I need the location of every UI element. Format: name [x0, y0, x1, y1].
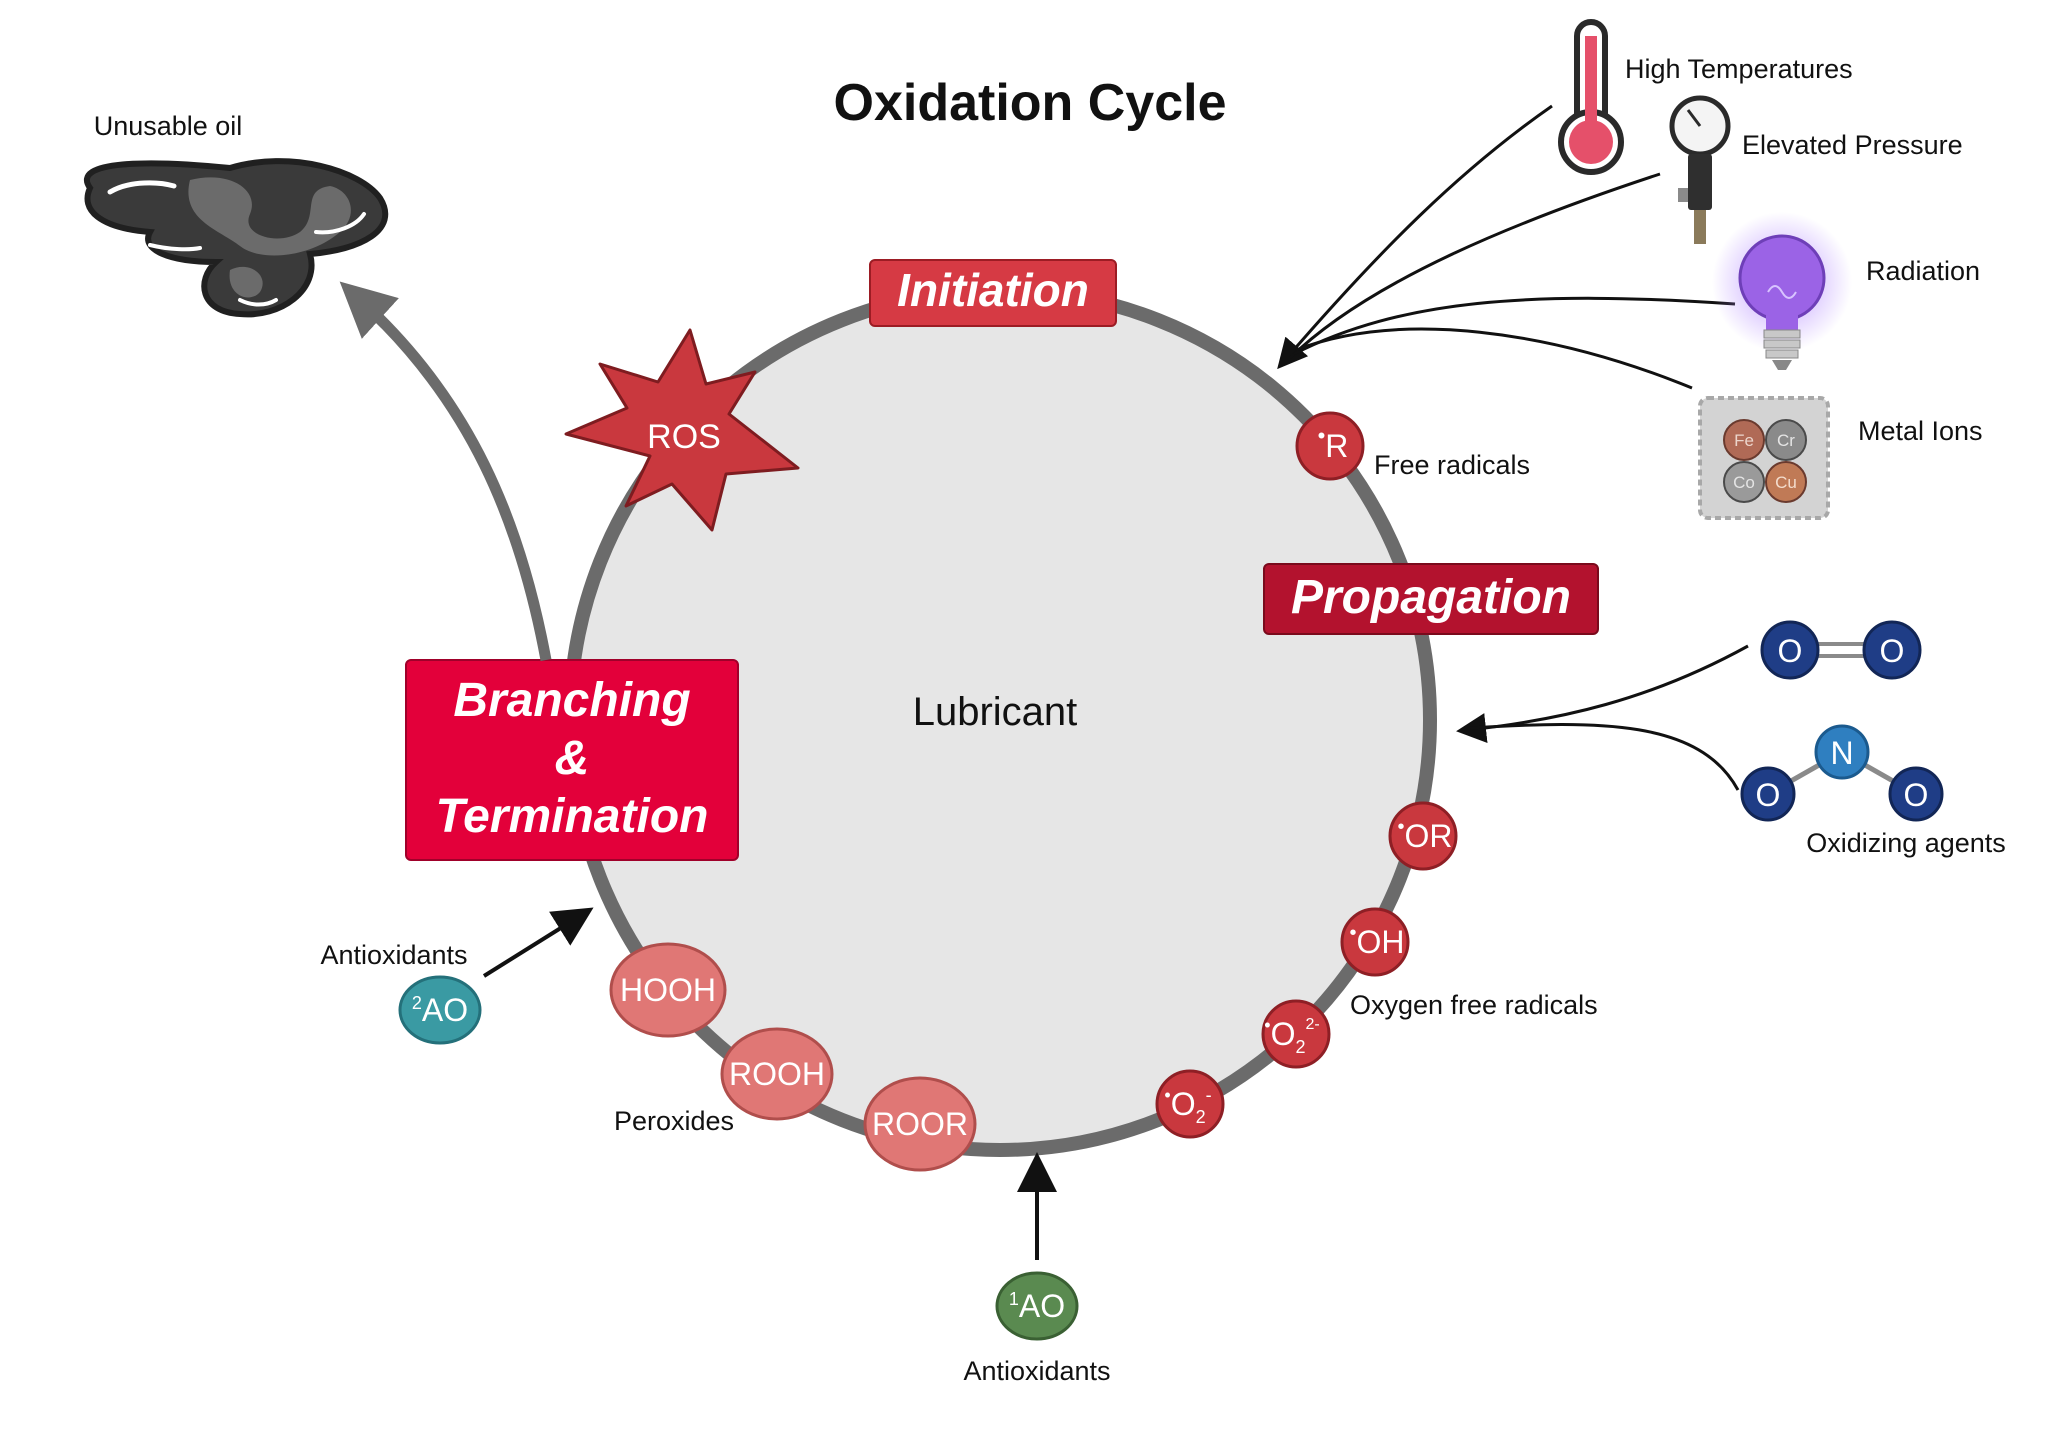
elevated-pressure-label: Elevated Pressure: [1742, 130, 1963, 160]
metal-ions-icon: Fe Cr Co Cu: [1698, 396, 1830, 520]
initiation-label: Initiation: [897, 264, 1089, 316]
initiation-stage: Initiation: [869, 259, 1117, 327]
o2-minus-dot: •: [1164, 1085, 1170, 1105]
antioxidant-1-molecule: 1AO: [995, 1271, 1079, 1341]
oxidizing-agents-label: Oxidizing agents: [1806, 828, 2006, 858]
peroxide-hooh: HOOH: [609, 942, 727, 1038]
radical-symbol: R: [1325, 428, 1348, 464]
antioxidant-2-label: Antioxidants: [320, 940, 467, 970]
to-unusable-oil-arrow: [339, 281, 552, 662]
antioxidant-1-label: Antioxidants: [963, 1356, 1110, 1386]
metal-cr: Cr: [1777, 431, 1795, 450]
roor-label: ROOR: [872, 1106, 968, 1142]
thermometer-icon: [1558, 19, 1624, 175]
branching-label: Branching: [453, 674, 690, 727]
propagation-label: Propagation: [1291, 571, 1571, 624]
or-dot: •: [1397, 816, 1404, 838]
o2-minus-base: O: [1171, 1086, 1196, 1122]
peroxides-label: Peroxides: [614, 1106, 734, 1136]
hooh-label: HOOH: [620, 972, 716, 1008]
rooh-label: ROOH: [729, 1056, 825, 1092]
svg-text:1AO: 1AO: [1009, 1288, 1065, 1324]
pressure-gauge-icon: [1669, 95, 1731, 244]
o2-minus-sub: 2: [1196, 1107, 1206, 1127]
svg-text:•OR: •OR: [1397, 816, 1452, 854]
o2-2minus-sup: 2-: [1305, 1016, 1319, 1033]
diagram-title: Oxidation Cycle: [834, 74, 1227, 132]
oil-puddle-icon: [84, 158, 389, 318]
peroxide-rooh: ROOH: [720, 1027, 834, 1121]
oh-dot: •: [1349, 922, 1356, 944]
metal-fe: Fe: [1734, 431, 1754, 450]
free-radical-r: •R: [1295, 411, 1365, 481]
no2-atom-o1: O: [1756, 777, 1781, 813]
ampersand-label: &: [555, 732, 590, 785]
or-base: OR: [1405, 818, 1453, 854]
no2-atom-n: N: [1830, 735, 1853, 771]
peroxide-roor: ROOR: [863, 1076, 977, 1172]
light-bulb-icon: [1712, 212, 1852, 370]
svg-text:•O2-: •O2-: [1164, 1085, 1211, 1127]
free-radicals-label: Free radicals: [1374, 450, 1530, 480]
lubricant-label: Lubricant: [913, 690, 1078, 734]
metal-cu: Cu: [1775, 473, 1797, 492]
ros-starburst: ROS: [564, 328, 800, 532]
oxygen-radical-or: •OR: [1388, 801, 1458, 871]
radical-dot: •: [1318, 423, 1326, 448]
svg-text:•O22-: •O22-: [1264, 1015, 1319, 1057]
oxidizing-agent-arrows: [1456, 644, 1749, 791]
oxygen-radical-o2-2minus: •O22-: [1261, 999, 1331, 1069]
o2-molecule-icon: O O: [1760, 620, 1922, 680]
ao1-sup: 1: [1009, 1289, 1019, 1309]
propagation-stage: Propagation: [1263, 563, 1599, 635]
ao1-symbol: AO: [1019, 1288, 1065, 1324]
high-temperatures-label: High Temperatures: [1625, 54, 1853, 84]
o2-atom-1: O: [1778, 633, 1803, 669]
o2-2minus-base: O: [1271, 1016, 1296, 1052]
svg-text:•R: •R: [1318, 423, 1349, 464]
o2-2minus-dot: •: [1264, 1015, 1270, 1035]
no2-molecule-icon: O N O: [1740, 724, 1944, 822]
termination-label: Termination: [436, 790, 709, 843]
metal-co: Co: [1733, 473, 1755, 492]
oxygen-radical-oh: •OH: [1340, 907, 1410, 977]
oxygen-free-radicals-label: Oxygen free radicals: [1350, 990, 1598, 1020]
branching-termination-stage: Branching & Termination: [405, 659, 739, 861]
unusable-oil-label: Unusable oil: [94, 111, 243, 141]
factor-arrows: [1277, 104, 1736, 390]
radiation-label: Radiation: [1866, 256, 1980, 286]
o2-atom-2: O: [1880, 633, 1905, 669]
no2-atom-o2: O: [1904, 777, 1929, 813]
o2-2minus-sub: 2: [1295, 1037, 1305, 1057]
svg-text:•OH: •OH: [1349, 922, 1404, 960]
antioxidant-2-arrow: [482, 907, 594, 978]
antioxidant-2-molecule: 2AO: [398, 975, 482, 1045]
oxygen-radical-o2-minus: •O2-: [1155, 1069, 1225, 1139]
ros-label: ROS: [647, 418, 721, 456]
svg-text:2AO: 2AO: [412, 992, 468, 1028]
o2-minus-sup: -: [1206, 1085, 1212, 1105]
oh-base: OH: [1357, 924, 1405, 960]
metal-ions-label: Metal Ions: [1858, 416, 1983, 446]
ao2-sup: 2: [412, 993, 422, 1013]
ao2-symbol: AO: [422, 992, 468, 1028]
